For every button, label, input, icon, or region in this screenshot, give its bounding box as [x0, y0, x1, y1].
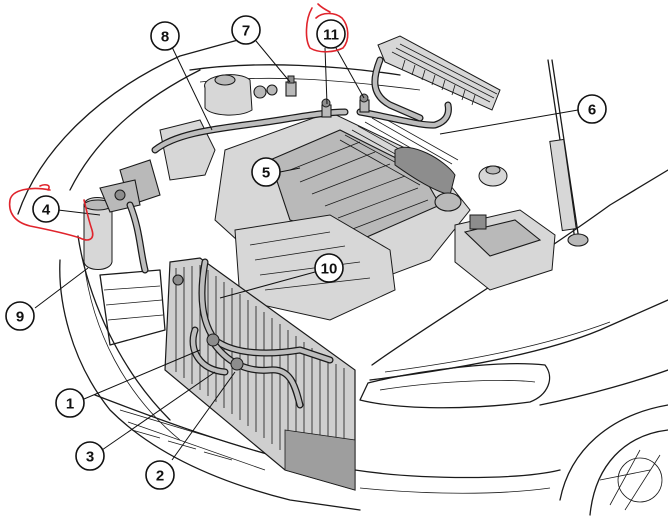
callout-4: 4	[32, 195, 60, 223]
callout-5-label: 5	[262, 165, 270, 182]
ac-system	[83, 35, 501, 491]
callout-6-label: 6	[588, 102, 596, 119]
callout-2-label: 2	[156, 468, 164, 485]
callout-8-label: 8	[161, 29, 169, 46]
highlight-callout-11	[305, 3, 349, 53]
car-body	[17, 39, 668, 516]
engine-bay	[119, 64, 556, 321]
callout-5: 5	[251, 157, 281, 187]
leader-lines	[34, 40, 579, 461]
callout-10-label: 10	[321, 261, 338, 278]
callout-8: 8	[150, 21, 180, 51]
callout-1: 1	[55, 388, 85, 418]
callout-11: 11	[316, 19, 346, 49]
callout-3-label: 3	[86, 449, 94, 466]
callout-1-label: 1	[66, 396, 74, 413]
callout-11-label: 11	[323, 27, 339, 44]
callout-9-label: 9	[16, 309, 24, 326]
callout-10: 10	[314, 253, 344, 283]
callout-7-label: 7	[242, 23, 250, 40]
callout-6: 6	[577, 94, 607, 124]
condenser	[164, 257, 356, 491]
callout-4-label: 4	[42, 202, 51, 219]
callout-7: 7	[231, 15, 261, 45]
highlight-callout-4	[8, 184, 94, 241]
callout-2: 2	[145, 460, 175, 490]
callouts: 1 2 3 4 5 6 7 8	[5, 15, 607, 490]
red-highlight-marks	[8, 3, 349, 241]
callout-9: 9	[5, 301, 35, 331]
callout-3: 3	[75, 441, 105, 471]
